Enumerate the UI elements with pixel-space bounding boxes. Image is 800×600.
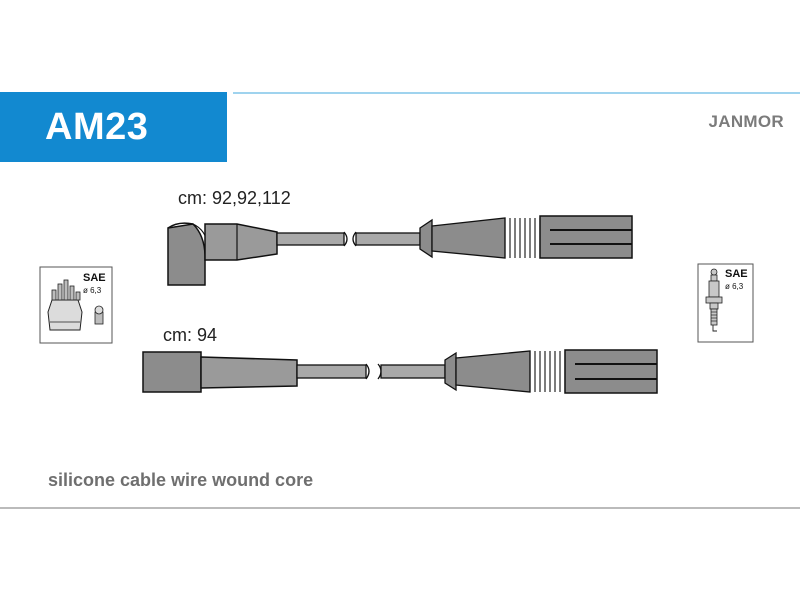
wire-segment <box>276 232 345 246</box>
plug-grip <box>564 349 658 394</box>
boot-collar <box>204 223 278 261</box>
angled-boot <box>167 223 206 286</box>
part-code-badge: AM23 <box>0 92 227 162</box>
part-code: AM23 <box>45 106 149 148</box>
cable-length-label-top: cm: 92,92,112 <box>178 188 291 208</box>
spark-plug-terminal-standard: SAE <box>725 268 748 280</box>
cable-length-label-bottom: cm: 94 <box>163 325 218 345</box>
plug-grip <box>539 215 633 259</box>
distributor-terminal-standard: SAE <box>83 272 106 284</box>
straight-boot <box>142 351 202 393</box>
cable-bottom <box>142 349 658 394</box>
distributor-terminal-size: ø 6,3 <box>83 286 102 295</box>
distributor-cap-icon <box>39 266 113 344</box>
spark-plug-terminal-size: ø 6,3 <box>725 282 744 291</box>
wire-segment <box>380 364 446 379</box>
wire-segment <box>355 232 421 246</box>
header-divider <box>233 92 800 94</box>
plug-boot <box>419 218 433 259</box>
wire-segment <box>296 364 367 379</box>
footer-divider <box>0 507 800 509</box>
spark-plug-icon <box>697 263 754 343</box>
cable-top <box>167 215 633 286</box>
brand-name: JANMOR <box>708 112 784 131</box>
product-description: silicone cable wire wound core <box>48 470 314 490</box>
